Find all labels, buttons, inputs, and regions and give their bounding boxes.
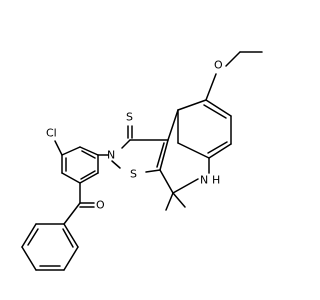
bond [203,104,227,119]
atom-label-ring-sulfur: S [130,168,137,181]
bond [54,140,63,156]
bond [81,150,96,159]
benzoyl-group [21,182,95,271]
isothiazole-ring [97,125,169,173]
atom-label-ethoxy-oxygen: O [214,59,223,72]
molecule-structure: Cl S N S O N H O [21,51,263,271]
bond [205,73,217,101]
bond [177,142,210,159]
atom-label-chlorine: Cl [46,127,57,140]
bond [63,246,79,271]
bond [167,109,179,141]
bond [172,178,199,194]
atom-label-carbonyl-oxygen: O [96,199,105,212]
bond [79,172,99,184]
bond [207,141,228,154]
bond [177,99,207,111]
bond [63,223,79,248]
atom-label-amine-hydrogen: H [212,174,220,187]
bond [111,160,121,169]
bond [208,143,232,159]
bond [61,172,81,184]
bond [21,246,37,271]
bond [61,146,81,156]
bond [172,192,186,208]
bond [80,170,96,180]
bond [21,223,37,248]
bond [145,169,161,173]
quinoline-ring [159,99,232,211]
bond [225,51,241,67]
bond [62,228,74,248]
atom-label-ring-nitrogen: N [107,149,115,162]
bond [79,146,99,156]
atom-label-thione-sulfur: S [126,111,133,124]
atom-label-amine-nitrogen: N [200,174,208,187]
bond [27,228,39,246]
bond [205,99,232,117]
bond [121,139,131,149]
ethoxy-group [205,51,263,101]
bond [165,192,174,211]
bond [156,142,165,168]
chlorophenyl-ring [54,140,99,184]
bond [159,169,174,194]
bond [159,139,169,171]
bond [63,202,81,225]
